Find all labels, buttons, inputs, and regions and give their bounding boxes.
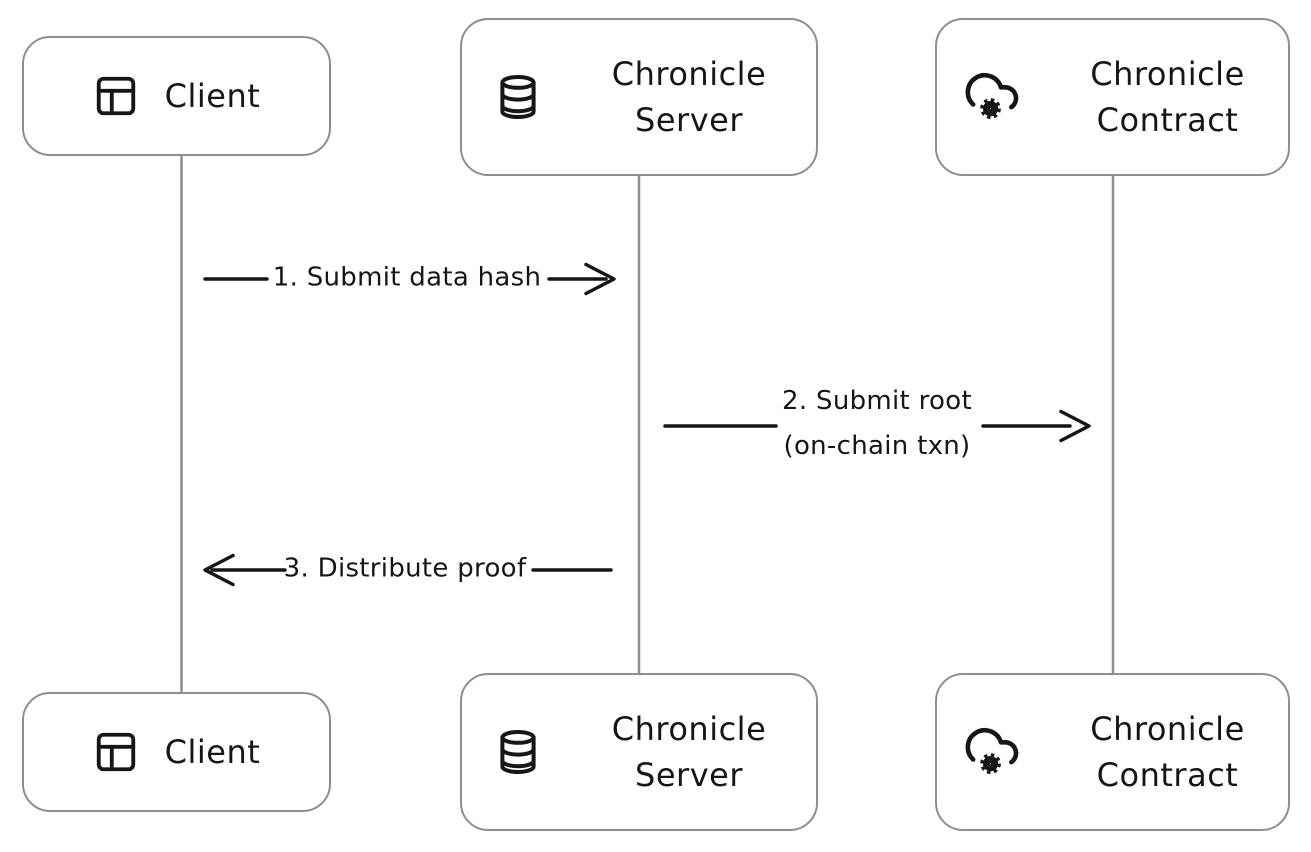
participant-label: Chronicle Contract [1090,54,1245,139]
participant-box-contract-bottom: Chronicle Contract [935,673,1290,831]
participant-box-server-top: Chronicle Server [460,18,818,176]
message-label-1: 1. Submit data hash [273,256,542,301]
panels-top-left-icon [93,729,139,775]
participant-box-contract-top: Chronicle Contract [935,18,1290,176]
database-icon [494,728,542,776]
message-3-arrow [203,553,613,587]
message-text: 2. Submit root [782,386,972,416]
participant-label: Client [164,76,261,115]
message-text: 1. Submit data hash [272,262,542,293]
participant-label: Chronicle Server [611,709,767,794]
message-1-arrow [203,262,616,296]
participant-box-server-bottom: Chronicle Server [460,673,818,831]
cloud-cog-icon [963,68,1021,126]
cloud-cog-icon [963,723,1021,781]
message-label-2: 2. Submit root (on-chain txn) [782,379,972,469]
participant-label: Chronicle Server [611,54,767,139]
participant-box-client-top: Client [22,36,331,156]
panels-top-left-icon [93,73,139,119]
message-text: (on-chain txn) [783,431,971,461]
database-icon [494,73,542,121]
message-2-arrow [663,409,1091,443]
participant-label: Chronicle Contract [1090,709,1245,794]
participant-box-client-bottom: Client [22,692,331,812]
message-label-3: 3. Distribute proof [284,547,527,592]
participant-label: Client [164,732,261,771]
message-text: 3. Distribute proof [283,553,527,584]
